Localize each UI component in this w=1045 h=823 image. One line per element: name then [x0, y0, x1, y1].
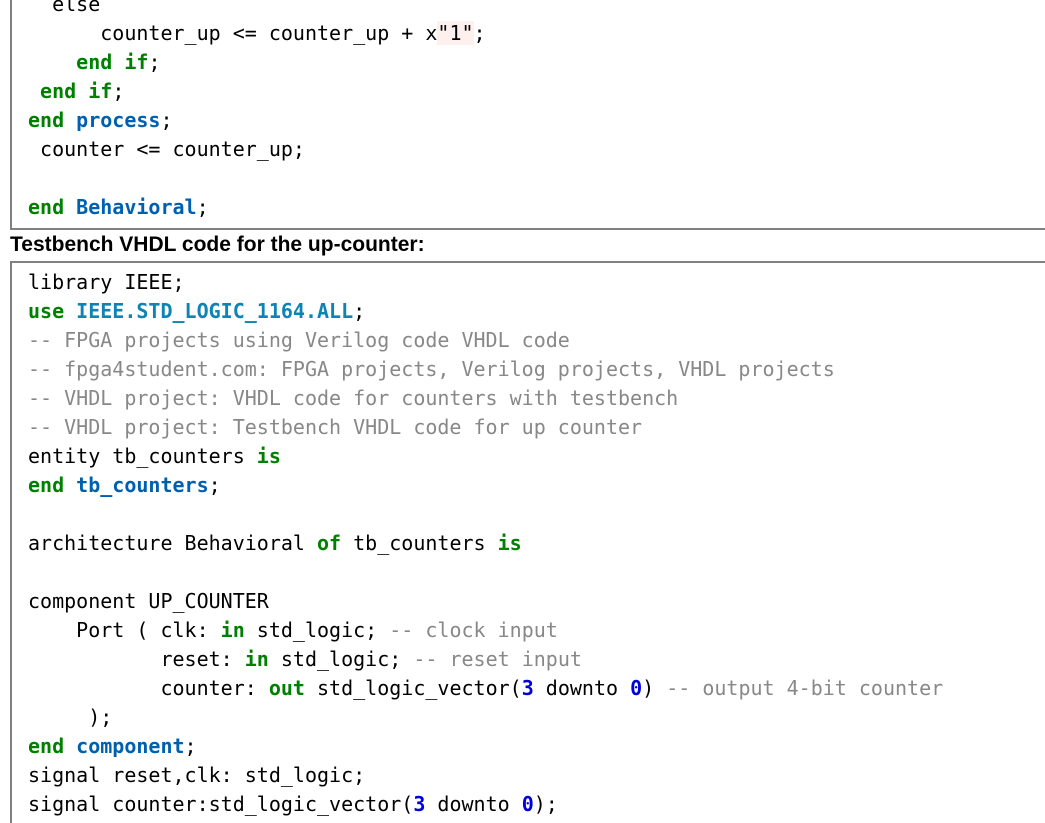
code-comment: -- fpga4student.com: FPGA projects, Veri… — [28, 357, 835, 381]
identifier: component — [76, 734, 185, 758]
code-text: tb_counters — [341, 531, 498, 555]
code-line: counter: out std_logic_vector(3 downto 0… — [28, 674, 943, 703]
code-text: ) — [642, 676, 667, 700]
code-line: entity tb_counters is — [28, 442, 281, 471]
space — [64, 473, 76, 497]
code-comment: -- FPGA projects using Verilog code VHDL… — [28, 328, 570, 352]
code-comment: -- clock input — [389, 618, 558, 642]
code-comment: -- reset input — [413, 647, 582, 671]
keyword: of — [316, 531, 342, 555]
code-text: reset: — [28, 647, 245, 671]
code-text: counter_up <= counter_up + x — [28, 21, 438, 45]
number-literal: 0 — [521, 792, 534, 816]
code-text: std_logic_vector( — [304, 676, 522, 700]
code-line: Port ( clk: in std_logic; -- clock input — [28, 616, 558, 645]
design-code-block: else counter_up <= counter_up + x"1"; en… — [10, 0, 1045, 230]
code-text: ; — [148, 50, 161, 74]
space — [64, 734, 76, 758]
testbench-code-block: library IEEE; use IEEE.STD_LOGIC_1164.AL… — [10, 261, 1045, 823]
code-text: Port ( clk: — [28, 618, 221, 642]
code-line: end process; — [28, 106, 173, 135]
space — [64, 299, 76, 323]
space — [76, 79, 88, 103]
keyword: out — [268, 676, 305, 700]
code-line: library IEEE; — [28, 270, 185, 294]
code-line: end tb_counters; — [28, 471, 221, 500]
code-comment: -- VHDL project: VHDL code for counters … — [28, 386, 679, 410]
code-line: component UP_COUNTER — [28, 589, 269, 613]
identifier: Behavioral — [76, 195, 197, 219]
string-literal: "1" — [437, 21, 474, 45]
keyword: is — [497, 531, 522, 555]
space — [64, 195, 76, 219]
code-text: signal counter:std_logic_vector( — [28, 792, 414, 816]
code-line: else — [28, 0, 101, 16]
keyword: end — [40, 79, 77, 103]
code-text: ; — [184, 734, 197, 758]
keyword: in — [220, 618, 245, 642]
code-text: entity tb_counters — [28, 444, 257, 468]
code-line: reset: in std_logic; -- reset input — [28, 645, 582, 674]
package-name: IEEE.STD_LOGIC_1164.ALL — [76, 299, 354, 323]
code-line: ); — [28, 705, 113, 729]
code-line: signal reset,clk: std_logic; — [28, 763, 366, 787]
code-text: std_logic; — [268, 647, 414, 671]
keyword: end — [28, 108, 65, 132]
code-text: ; — [208, 473, 221, 497]
code-text: std_logic; — [244, 618, 390, 642]
code-line: end component; — [28, 732, 197, 761]
code-line: end if; — [28, 77, 124, 106]
keyword: end — [28, 734, 65, 758]
keyword: end — [28, 473, 65, 497]
identifier: tb_counters — [76, 473, 209, 497]
code-text: architecture Behavioral — [28, 531, 317, 555]
code-line: counter_up <= counter_up + x"1"; — [28, 19, 486, 48]
keyword: end — [28, 195, 65, 219]
keyword: end — [76, 50, 113, 74]
keyword: in — [244, 647, 269, 671]
code-line: use IEEE.STD_LOGIC_1164.ALL; — [28, 297, 365, 326]
code-text: ; — [196, 195, 209, 219]
code-text: ); — [533, 792, 558, 816]
code-line: end Behavioral; — [28, 193, 209, 222]
code-comment: -- VHDL project: Testbench VHDL code for… — [28, 415, 643, 439]
code-text: ; — [473, 21, 486, 45]
space — [112, 50, 124, 74]
keyword: is — [256, 444, 281, 468]
code-text: ; — [353, 299, 366, 323]
keyword: if — [88, 79, 113, 103]
section-heading: Testbench VHDL code for the up-counter: — [10, 233, 425, 256]
code-line: counter <= counter_up; — [28, 137, 305, 161]
indent — [28, 79, 40, 103]
number-literal: 3 — [413, 792, 426, 816]
code-text: downto — [425, 792, 522, 816]
code-text: downto — [533, 676, 631, 700]
keyword: use — [28, 299, 65, 323]
identifier: process — [76, 108, 161, 132]
code-comment: -- output 4-bit counter — [666, 676, 944, 700]
number-literal: 0 — [630, 676, 643, 700]
code-text: ; — [112, 79, 125, 103]
code-text: ; — [160, 108, 173, 132]
keyword: if — [124, 50, 149, 74]
code-line: architecture Behavioral of tb_counters i… — [28, 529, 522, 558]
code-line: signal counter:std_logic_vector(3 downto… — [28, 790, 558, 819]
indent — [28, 50, 76, 74]
number-literal: 3 — [521, 676, 534, 700]
code-line: end if; — [28, 48, 160, 77]
space — [64, 108, 76, 132]
code-text: counter: — [28, 676, 269, 700]
